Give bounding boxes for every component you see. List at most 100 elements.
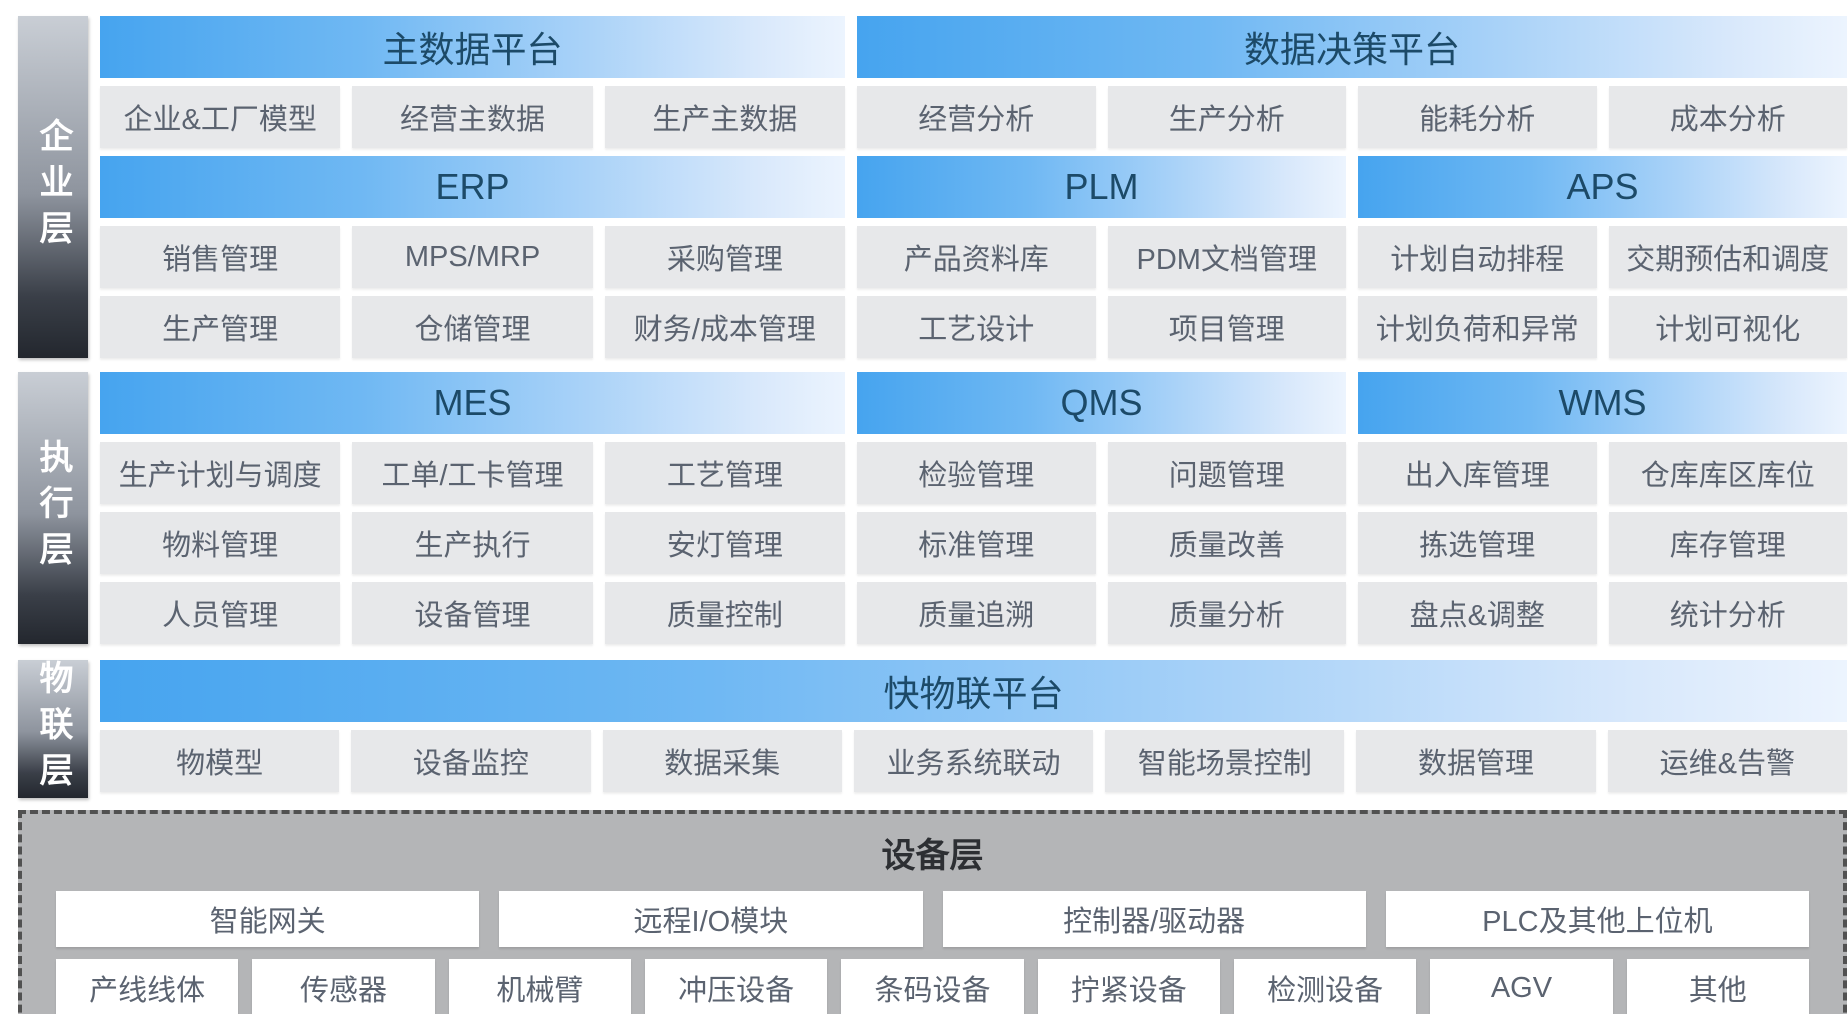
module-cell: 人员管理 [100,582,341,644]
enterprise-item-row-2: 销售管理 MPS/MRP 采购管理 产品资料库 PDM文档管理 计划自动排程 交… [100,226,1847,288]
device-row-2: 产线线体 传感器 机械臂 冲压设备 条码设备 拧紧设备 检测设备 AGV 其他 [56,959,1809,1014]
header-master-data-platform: 主数据平台 [100,16,845,78]
master-data-items: 企业&工厂模型 经营主数据 生产主数据 [100,86,845,148]
module-cell: 销售管理 [100,226,341,288]
module-cell: 质量追溯 [857,582,1096,644]
module-cell: 标准管理 [857,512,1096,574]
module-cell: 设备管理 [352,582,593,644]
module-cell: 工艺管理 [604,442,845,504]
header-wms: WMS [1358,372,1847,434]
module-cell: 仓库库区库位 [1608,442,1847,504]
plm-items-row-2: 工艺设计 项目管理 [857,296,1346,358]
execution-item-row-3: 人员管理 设备管理 质量控制 质量追溯 质量分析 盘点&调整 统计分析 [100,582,1847,644]
module-cell: 数据采集 [602,730,842,792]
wms-items-row-2: 拣选管理 库存管理 [1358,512,1847,574]
enterprise-item-row-1: 企业&工厂模型 经营主数据 生产主数据 经营分析 生产分析 能耗分析 成本分析 [100,86,1847,148]
header-mes: MES [100,372,845,434]
module-cell: 计划负荷和异常 [1358,296,1597,358]
aps-items-row-1: 计划自动排程 交期预估和调度 [1358,226,1847,288]
mes-items-row-1: 生产计划与调度 工单/工卡管理 工艺管理 [100,442,845,504]
mes-items-row-2: 物料管理 生产执行 安灯管理 [100,512,845,574]
module-cell: 能耗分析 [1358,86,1597,148]
device-row-1: 智能网关 远程I/O模块 控制器/驱动器 PLC及其他上位机 [56,891,1809,947]
sidebar-execution-layer: 执行层 [18,372,88,644]
module-cell: 业务系统联动 [853,730,1094,792]
execution-item-row-1: 生产计划与调度 工单/工卡管理 工艺管理 检验管理 问题管理 出入库管理 仓库库… [100,442,1847,504]
module-cell: 安灯管理 [604,512,845,574]
module-cell: 工艺设计 [857,296,1096,358]
iot-items: 物模型 设备监控 数据采集 业务系统联动 智能场景控制 数据管理 运维&告警 [100,730,1847,792]
device-cell: 传感器 [252,959,435,1014]
module-cell: 生产计划与调度 [100,442,341,504]
iot-header-row: 快物联平台 [100,660,1847,722]
decision-items: 经营分析 生产分析 能耗分析 成本分析 [857,86,1847,148]
header-data-decision-platform: 数据决策平台 [857,16,1847,78]
erp-items-row-2: 生产管理 仓储管理 财务/成本管理 [100,296,845,358]
module-cell: 智能场景控制 [1105,730,1345,792]
qms-items-row-2: 标准管理 质量改善 [857,512,1346,574]
header-iot-platform: 快物联平台 [100,660,1847,722]
plm-items-row-1: 产品资料库 PDM文档管理 [857,226,1346,288]
module-cell: 交期预估和调度 [1608,226,1847,288]
sidebar-execution-label: 执行层 [34,439,72,577]
module-cell: 生产主数据 [604,86,845,148]
mes-items-row-3: 人员管理 设备管理 质量控制 [100,582,845,644]
header-plm: PLM [857,156,1346,218]
execution-content: MES QMS WMS 生产计划与调度 工单/工卡管理 工艺管理 检验管理 问题… [100,372,1847,644]
module-cell: 运维&告警 [1607,730,1847,792]
device-cell: 拧紧设备 [1037,959,1220,1014]
execution-item-row-2: 物料管理 生产执行 安灯管理 标准管理 质量改善 拣选管理 库存管理 [100,512,1847,574]
module-cell: 成本分析 [1608,86,1847,148]
diagram-stack: 企业层 主数据平台 数据决策平台 企业&工厂模型 经营主数据 生产主数据 经营分… [18,16,1847,1014]
module-cell: 生产执行 [352,512,593,574]
sidebar-iot-layer: 物联层 [18,660,88,798]
layer-execution: 执行层 MES QMS WMS 生产计划与调度 工单/工卡管理 工艺管理 检验管… [18,372,1847,644]
wms-items-row-1: 出入库管理 仓库库区库位 [1358,442,1847,504]
enterprise-content: 主数据平台 数据决策平台 企业&工厂模型 经营主数据 生产主数据 经营分析 生产… [100,16,1847,358]
module-cell: 统计分析 [1608,582,1847,644]
qms-items-row-3: 质量追溯 质量分析 [857,582,1346,644]
module-cell: 经营主数据 [352,86,593,148]
erp-items-row-1: 销售管理 MPS/MRP 采购管理 [100,226,845,288]
qms-items-row-1: 检验管理 问题管理 [857,442,1346,504]
module-cell: 出入库管理 [1358,442,1597,504]
module-cell: 检验管理 [857,442,1096,504]
enterprise-header-row-1: 主数据平台 数据决策平台 [100,16,1847,78]
module-cell: 问题管理 [1107,442,1346,504]
sidebar-enterprise-layer: 企业层 [18,16,88,358]
module-cell: 质量控制 [604,582,845,644]
device-cell: AGV [1430,959,1613,1014]
device-cell: 远程I/O模块 [499,891,923,947]
module-cell: 经营分析 [857,86,1096,148]
module-cell: 仓储管理 [352,296,593,358]
module-cell: 计划可视化 [1608,296,1847,358]
device-cell: 产线线体 [56,959,239,1014]
module-cell: 库存管理 [1608,512,1847,574]
module-cell: 企业&工厂模型 [100,86,341,148]
module-cell: 财务/成本管理 [604,296,845,358]
module-cell: MPS/MRP [352,226,593,288]
header-erp: ERP [100,156,845,218]
aps-items-row-2: 计划负荷和异常 计划可视化 [1358,296,1847,358]
iot-item-row: 物模型 设备监控 数据采集 业务系统联动 智能场景控制 数据管理 运维&告警 [100,730,1847,792]
device-cell: 检测设备 [1233,959,1417,1014]
header-aps: APS [1358,156,1847,218]
device-layer-title: 设备层 [881,837,984,875]
module-cell: 质量分析 [1107,582,1346,644]
iot-content: 快物联平台 物模型 设备监控 数据采集 业务系统联动 智能场景控制 数据管理 运… [100,660,1847,798]
device-cell: 其他 [1626,959,1809,1014]
sidebar-enterprise-label: 企业层 [34,118,72,256]
wms-items-row-3: 盘点&调整 统计分析 [1358,582,1847,644]
enterprise-header-row-2: ERP PLM APS [100,156,1847,218]
module-cell: 质量改善 [1107,512,1346,574]
execution-header-row: MES QMS WMS [100,372,1847,434]
layer-device: 设备层 智能网关 远程I/O模块 控制器/驱动器 PLC及其他上位机 产线线体 … [18,810,1847,1014]
device-cell: 条码设备 [841,959,1024,1014]
module-cell: 物模型 [100,730,340,792]
module-cell: 物料管理 [100,512,341,574]
module-cell: 工单/工卡管理 [352,442,593,504]
module-cell: 采购管理 [604,226,845,288]
module-cell: 生产管理 [100,296,341,358]
device-cell: PLC及其他上位机 [1385,891,1809,947]
